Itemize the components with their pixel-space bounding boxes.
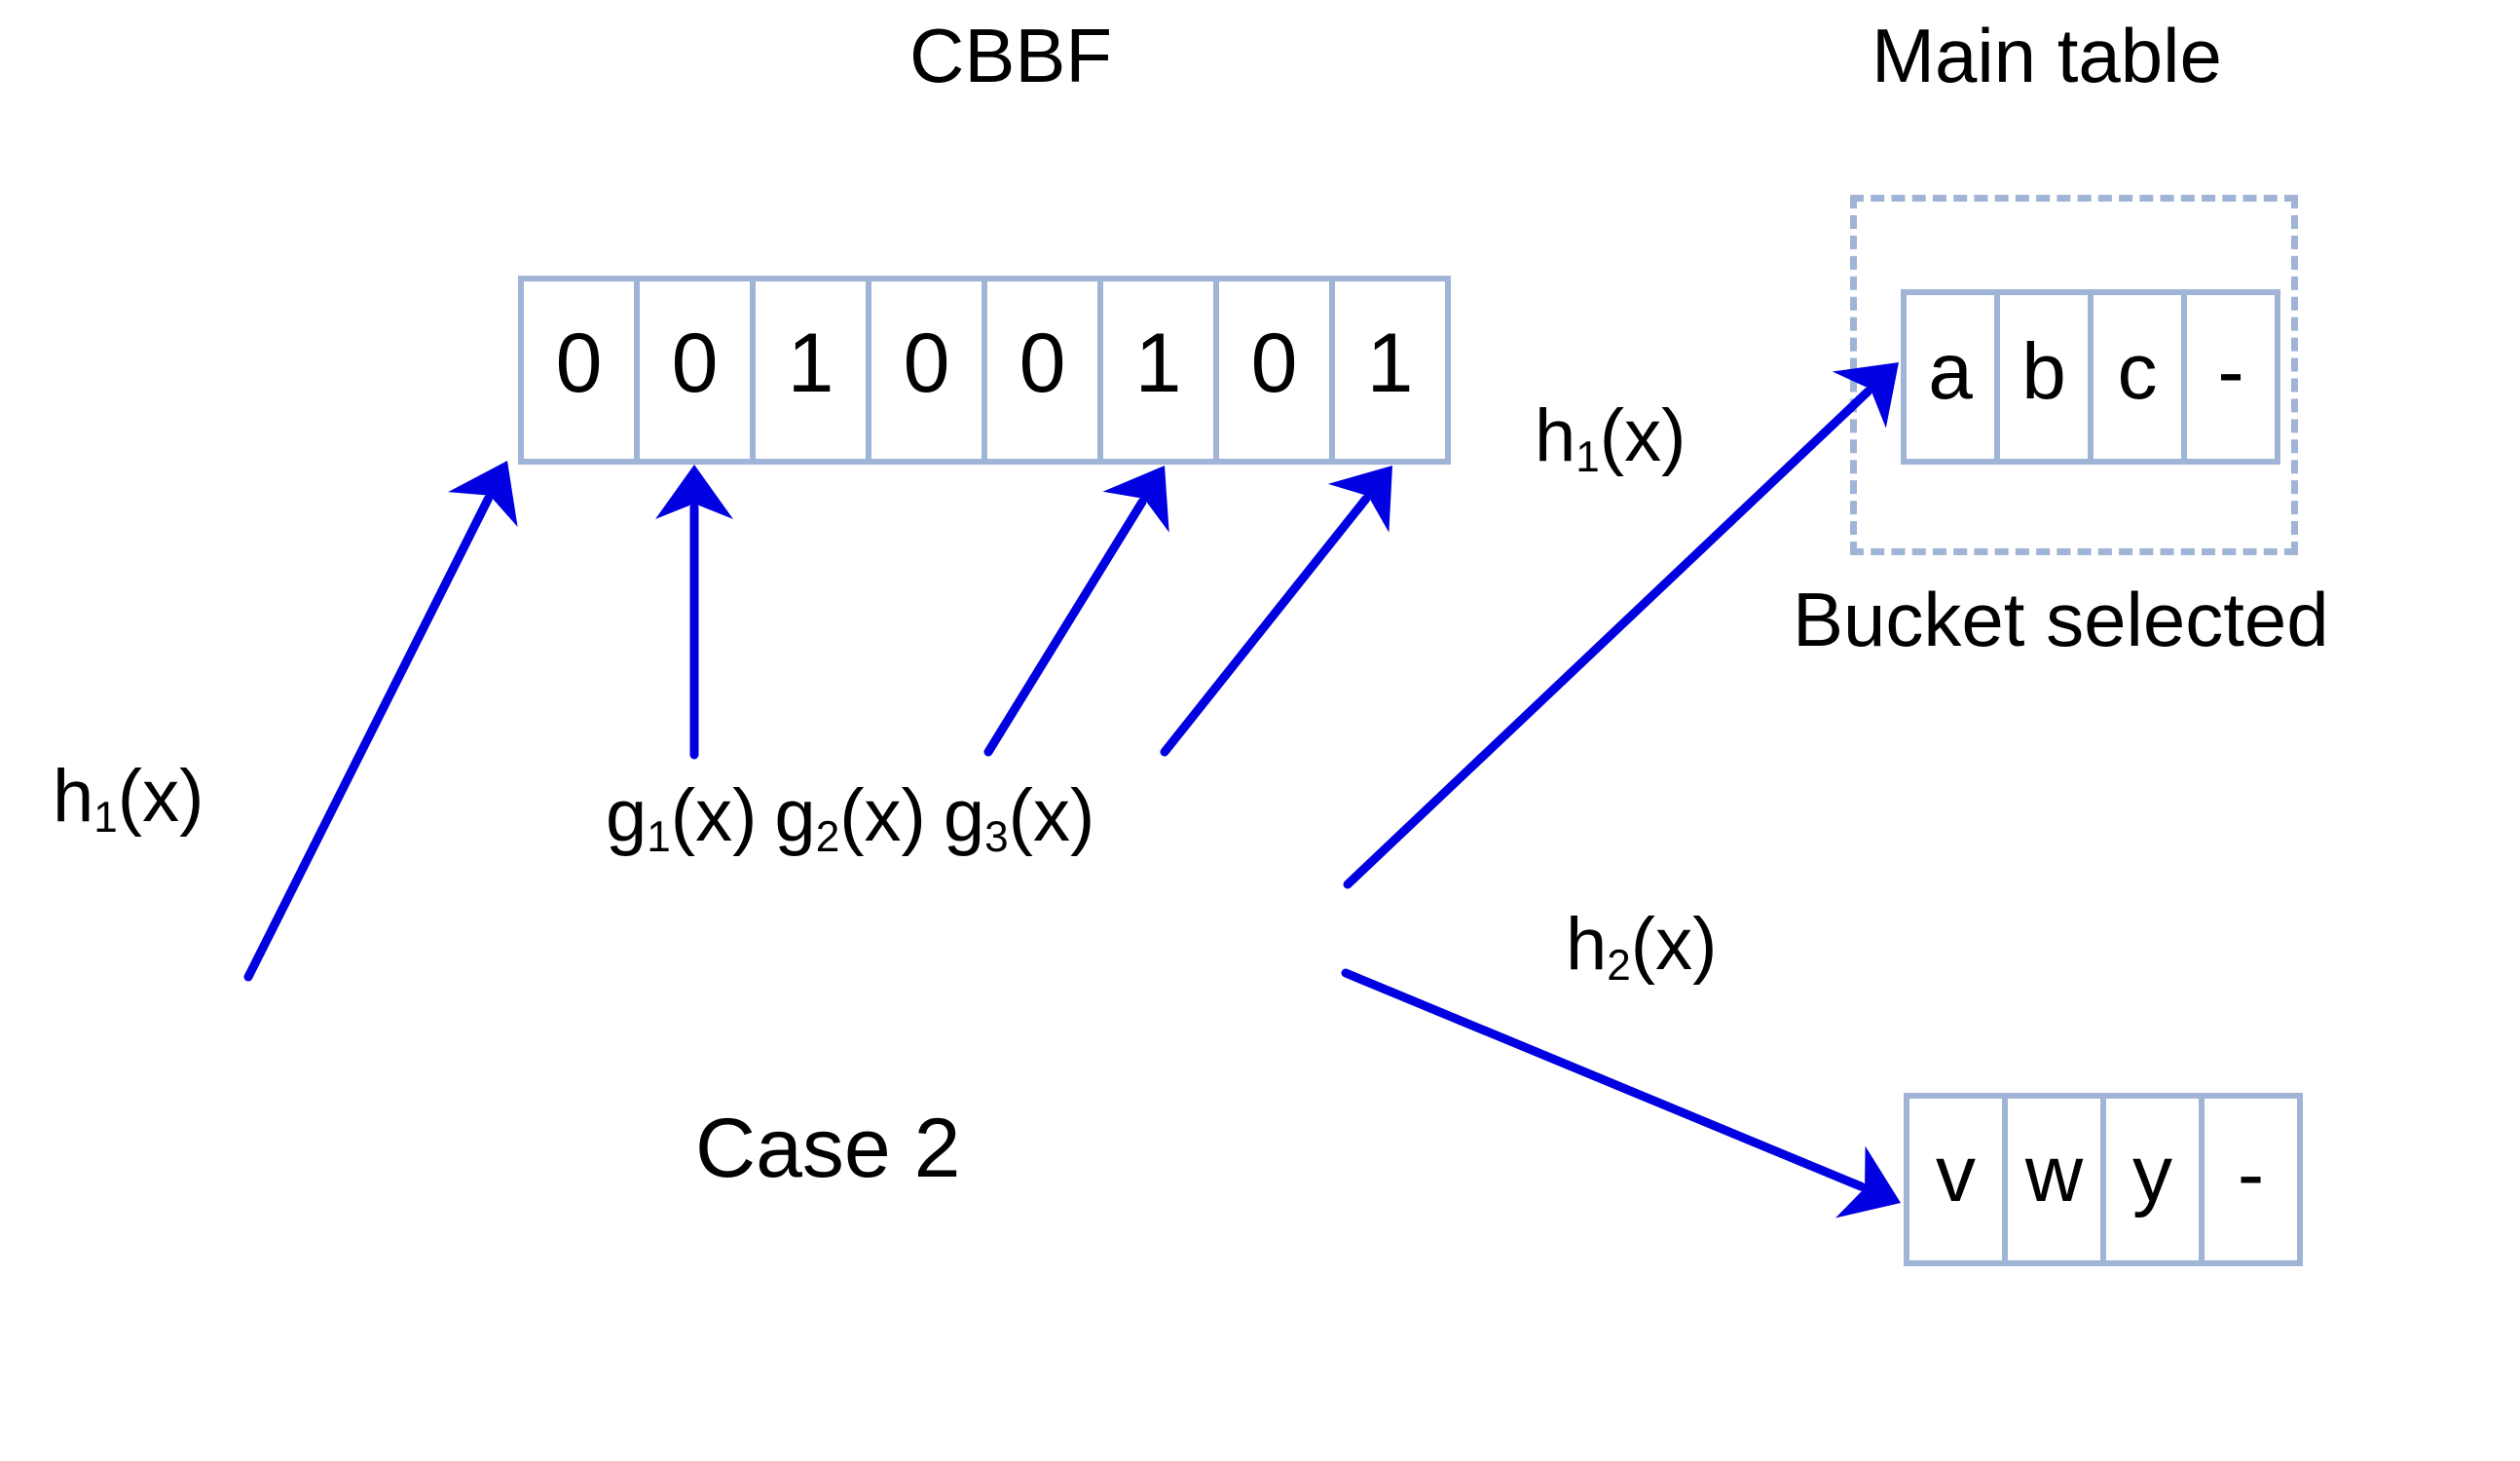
label-g1-base: g <box>606 774 648 857</box>
bit-cell: 0 <box>1219 281 1335 459</box>
case-caption: Case 2 <box>695 1102 961 1195</box>
label-g-functions: g1(x)g2(x)g3(x) <box>606 779 1094 859</box>
cbbf-title: CBBF <box>909 13 1113 98</box>
bit-cell: 0 <box>871 281 987 459</box>
arrow-h1-to-bit0 <box>243 461 518 982</box>
label-g2-arg: (x) <box>839 774 926 857</box>
label-g3-base: g <box>943 774 985 857</box>
label-h1-left-arg: (x) <box>117 755 204 838</box>
main-table-title: Main table <box>1871 13 2222 98</box>
table-cell: w <box>2008 1099 2106 1260</box>
label-g2-sub: 2 <box>815 813 840 862</box>
label-h1-right-arg: (x) <box>1599 394 1686 477</box>
table-cell: y <box>2106 1099 2205 1260</box>
main-table-other-row: v w y - <box>1904 1093 2303 1266</box>
table-cell: - <box>2217 327 2244 416</box>
bit-cell: 0 <box>640 281 756 459</box>
label-h1-right-base: h <box>1535 394 1576 477</box>
bit-cell: 0 <box>987 281 1103 459</box>
table-cell: - <box>2237 1130 2265 1218</box>
label-h1-right: h1(x) <box>1535 399 1686 479</box>
bit-cell: 1 <box>756 281 871 459</box>
label-g3-arg: (x) <box>1008 774 1095 857</box>
label-h2-right-arg: (x) <box>1630 903 1718 986</box>
label-h1-right-sub: 1 <box>1575 433 1600 482</box>
arrow-g1-to-bit1 <box>655 465 733 760</box>
arrow-h2-to-other-row <box>1341 968 1901 1218</box>
table-cell: a <box>1907 295 2000 459</box>
bit-cell: 1 <box>1103 281 1219 459</box>
label-h1-left: h1(x) <box>53 760 204 840</box>
label-g2-base: g <box>774 774 816 857</box>
bucket-selected-caption: Bucket selected <box>1793 577 2329 662</box>
label-h1-left-base: h <box>53 755 94 838</box>
cbbf-bit-array: 0 0 1 0 0 1 0 1 <box>518 276 1451 465</box>
table-cell: b <box>2000 295 2094 459</box>
label-h2-right-base: h <box>1566 903 1608 986</box>
label-g1-sub: 1 <box>647 813 671 862</box>
label-g2: g2(x) <box>774 774 926 859</box>
table-cell: c <box>2094 295 2187 459</box>
main-table-bucket-row: a b c - <box>1901 289 2280 465</box>
label-g1-arg: (x) <box>670 774 758 857</box>
table-cell: v <box>1909 1099 2008 1260</box>
arrow-g3-to-bit7 <box>1160 466 1392 757</box>
bit-cell: 1 <box>1366 317 1414 410</box>
label-h1-left-sub: 1 <box>93 794 118 843</box>
label-g1: g1(x) <box>606 774 758 859</box>
label-g3: g3(x) <box>943 774 1095 859</box>
label-h2-right: h2(x) <box>1566 908 1717 988</box>
bit-cell: 0 <box>524 281 640 459</box>
arrow-g2-to-bit5 <box>983 466 1169 757</box>
label-g3-sub: 3 <box>984 813 1009 862</box>
label-h2-right-sub: 2 <box>1607 942 1631 991</box>
